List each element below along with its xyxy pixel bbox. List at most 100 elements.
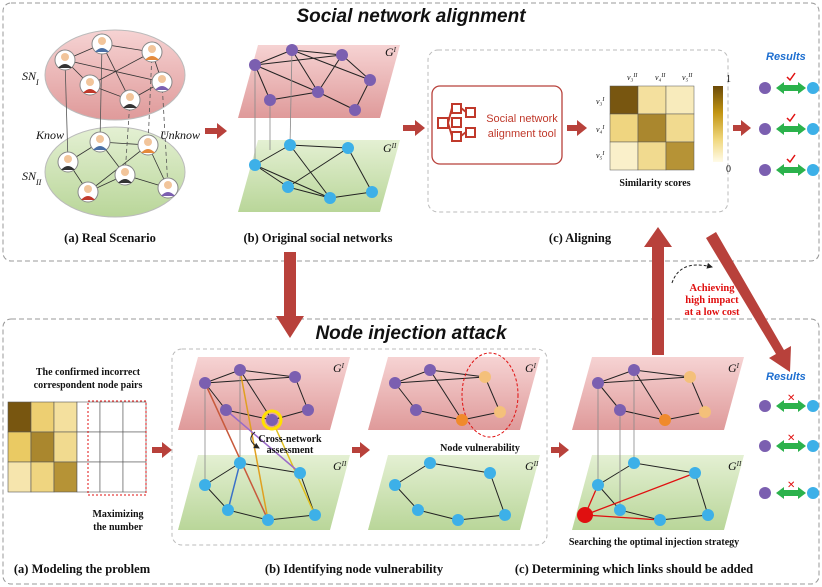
bottom-results: Results ✕ ✕ ✕: [759, 371, 819, 499]
heatmap-cell: [665, 113, 695, 143]
flow-arrow: [205, 123, 227, 139]
cross-icon: ✕: [787, 480, 795, 491]
avatar-icon: [57, 151, 79, 173]
avatar-icon: [79, 74, 101, 96]
flow-arrow: [403, 120, 425, 136]
matrix-cell: [53, 431, 78, 463]
heatmap-row-label: v₃I: [596, 97, 605, 106]
heatmap-cell: [665, 141, 695, 171]
scale-min: 0: [726, 164, 731, 175]
matrix-cell: [30, 401, 55, 433]
maximizing-line1: Maximizing: [92, 509, 143, 520]
bottom-title: Node injection attack: [315, 323, 508, 344]
matrix-cell: [30, 431, 55, 463]
matrix-cell: [122, 431, 147, 463]
avatar-icon: [91, 33, 113, 55]
highlight-region: [87, 400, 147, 496]
avatar-icon: [114, 164, 136, 186]
g2-label: GII: [525, 459, 539, 473]
matrix-cell: [99, 431, 124, 463]
alignment-tool-line2: alignment tool: [488, 128, 557, 140]
aligning-frame: [427, 49, 729, 213]
modeling-panel: The confirmed incorrect correspondent no…: [7, 367, 151, 576]
top-section-frame: [2, 2, 820, 262]
avatar-icon: [89, 131, 111, 153]
avatar-icon: [141, 41, 163, 63]
original-networks-panel: GI GII (b) Original social: [238, 44, 400, 245]
heatmap-cell: [609, 85, 639, 115]
result-row: ✕: [759, 393, 819, 412]
cross-line2: assessment: [267, 445, 314, 456]
flow-arrow: [733, 120, 751, 136]
confirmed-line1: The confirmed incorrect: [36, 367, 141, 378]
real-scenario-panel: SNI SNII Know Unknow: [22, 29, 200, 245]
avatar-icon: [137, 134, 159, 156]
g1-plane: [238, 45, 400, 118]
vulnerability-panel: GI GII Cross-: [171, 348, 548, 576]
flow-arrow: [567, 120, 587, 136]
injected-node: [577, 507, 593, 523]
g2-label: GII: [383, 141, 397, 155]
highlight-ring: [261, 409, 283, 431]
caption-top-c: (c) Aligning: [549, 231, 612, 245]
vulnerability-frame: [171, 348, 548, 546]
result-row: ✕: [759, 433, 819, 452]
impact-line1: Achieving: [690, 283, 736, 294]
heatmap-cell: [609, 113, 639, 143]
top-results: Results: [759, 51, 819, 176]
unknow-label: Unknow: [160, 128, 200, 142]
diagonal-arrow: [706, 232, 791, 372]
scale-max: 1: [726, 74, 731, 85]
sn1-label: SNI: [22, 69, 39, 87]
flow-arrow: [152, 442, 172, 458]
matrix-cell: [53, 461, 78, 493]
cross-line1: Cross-network: [258, 434, 322, 445]
g1-label: GI: [525, 361, 537, 375]
determining-panel: GI GII Searching the o: [515, 357, 753, 576]
results-label-bottom: Results: [766, 371, 806, 383]
confirmed-line2: correspondent node pairs: [34, 380, 143, 391]
impact-line2: high impact: [685, 295, 739, 306]
impact-line3: at a low cost: [684, 307, 740, 318]
node-vulnerability-label: Node vulnerability: [440, 443, 520, 454]
avatar-icon: [54, 49, 76, 71]
heatmap-cell: [609, 141, 639, 171]
matrix-cell: [7, 431, 32, 463]
g2-nodes: [249, 139, 378, 204]
down-arrow: [276, 252, 304, 338]
caption-top-a: (a) Real Scenario: [64, 231, 156, 245]
maximizing-line2: the number: [93, 522, 143, 533]
sn2-label: SNII: [22, 169, 42, 187]
heatmap-row-label: v₄I: [596, 125, 605, 134]
matrix-cell: [122, 461, 147, 493]
caption-bottom-a: (a) Modeling the problem: [14, 562, 151, 576]
g1-label: GI: [333, 361, 345, 375]
avatar-icons: [54, 33, 179, 203]
matrix-cell: [7, 461, 32, 493]
matrix-cell: [30, 461, 55, 493]
heatmap-col-label: v₃II: [627, 73, 638, 82]
network-tool-icon: [437, 103, 476, 142]
color-scale-bar: [713, 86, 723, 162]
g2-plane: [238, 140, 400, 212]
searching-label: Searching the optimal injection strategy: [569, 537, 739, 548]
flow-arrow: [551, 442, 569, 458]
g1-label: GI: [728, 361, 740, 375]
matrix-cell: [99, 461, 124, 493]
flow-arrow: [352, 442, 370, 458]
up-arrow: [644, 227, 672, 355]
check-icon: [786, 154, 796, 164]
matrix-cell: [122, 401, 147, 433]
heatmap-cell: [637, 113, 667, 143]
g2-label: GII: [728, 459, 742, 473]
heatmap-cell: [637, 85, 667, 115]
cross-icon: ✕: [787, 393, 795, 404]
check-icon: [786, 113, 796, 123]
g2-label: GII: [333, 459, 347, 473]
bottom-section-frame: [2, 318, 820, 585]
avatar-icon: [77, 181, 99, 203]
know-label: Know: [35, 128, 64, 142]
avatar-icon: [151, 71, 173, 93]
result-row: ✕: [759, 480, 819, 499]
